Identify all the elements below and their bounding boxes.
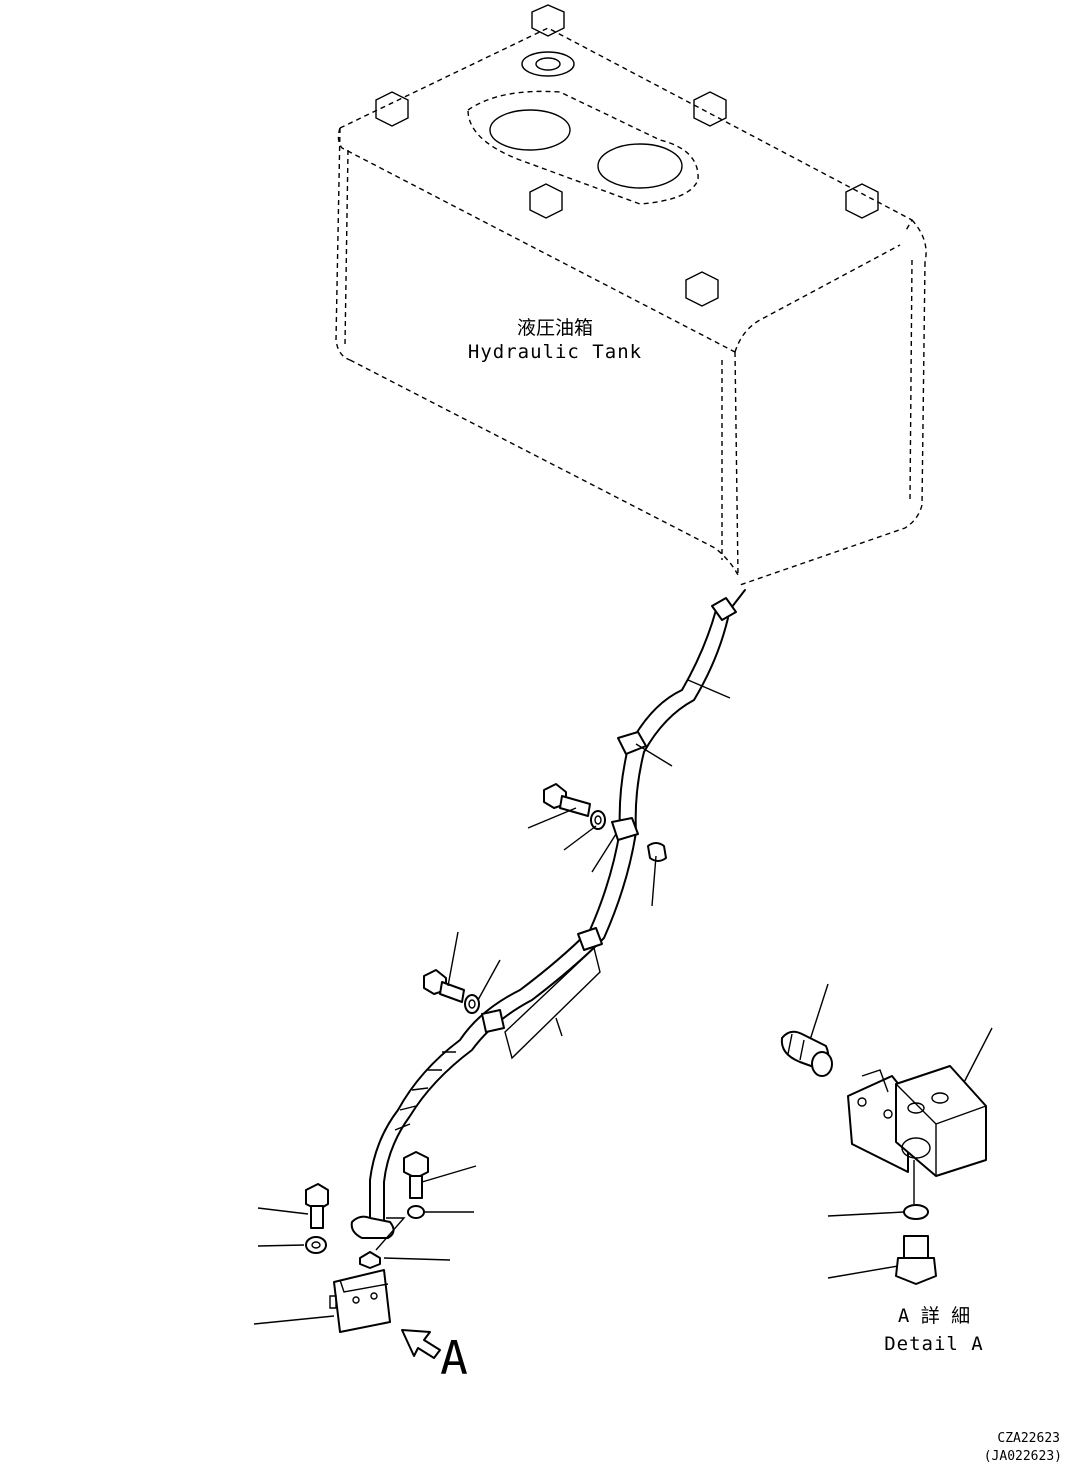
tank-bracket bbox=[531, 4, 565, 37]
pressure-switch bbox=[780, 1030, 833, 1077]
detail-valve-block bbox=[847, 1065, 987, 1204]
washer bbox=[464, 994, 480, 1014]
hose-end-fitting bbox=[711, 597, 737, 621]
washer bbox=[590, 810, 606, 830]
hydraulic-tank bbox=[335, 4, 927, 586]
bolt bbox=[543, 783, 591, 817]
hose-clamp bbox=[481, 1009, 505, 1033]
hydraulic-hose bbox=[350, 589, 746, 1239]
washer bbox=[305, 1236, 327, 1254]
detail-label-jp: A 詳 細 bbox=[898, 1305, 970, 1327]
view-marker-label: A bbox=[440, 1331, 468, 1385]
hose-clamp bbox=[611, 817, 639, 841]
hose-clamp bbox=[617, 731, 647, 755]
detail-o-ring bbox=[903, 1204, 929, 1220]
detail-a-view bbox=[780, 1030, 987, 1285]
spacer-collar bbox=[647, 842, 667, 862]
drawing-code-secondary: (JA022623) bbox=[984, 1449, 1062, 1464]
bolt bbox=[305, 1183, 329, 1229]
valve-block bbox=[329, 1269, 391, 1333]
bolt bbox=[423, 969, 465, 1003]
washer bbox=[407, 1205, 425, 1219]
tank-bracket bbox=[375, 91, 409, 127]
tank-label-en: Hydraulic Tank bbox=[468, 341, 642, 363]
tank-filler-port bbox=[521, 51, 575, 77]
detail-label-en: Detail A bbox=[884, 1333, 984, 1355]
view-arrow-a bbox=[401, 1329, 441, 1359]
hose-clamp bbox=[577, 927, 603, 951]
tank-bracket bbox=[529, 183, 563, 219]
tank-bracket bbox=[685, 271, 719, 307]
drawing-code: CZA22623 bbox=[997, 1431, 1060, 1446]
detail-plug bbox=[895, 1235, 937, 1285]
tank-bracket bbox=[693, 91, 727, 127]
o-ring bbox=[359, 1251, 381, 1269]
tank-flange-plate bbox=[467, 90, 699, 205]
tank-label-jp: 液圧油箱 bbox=[517, 317, 593, 339]
hose-protector bbox=[504, 946, 601, 1060]
hose-flange bbox=[350, 1215, 395, 1239]
tank-bracket bbox=[845, 183, 879, 219]
bolt bbox=[403, 1151, 429, 1199]
